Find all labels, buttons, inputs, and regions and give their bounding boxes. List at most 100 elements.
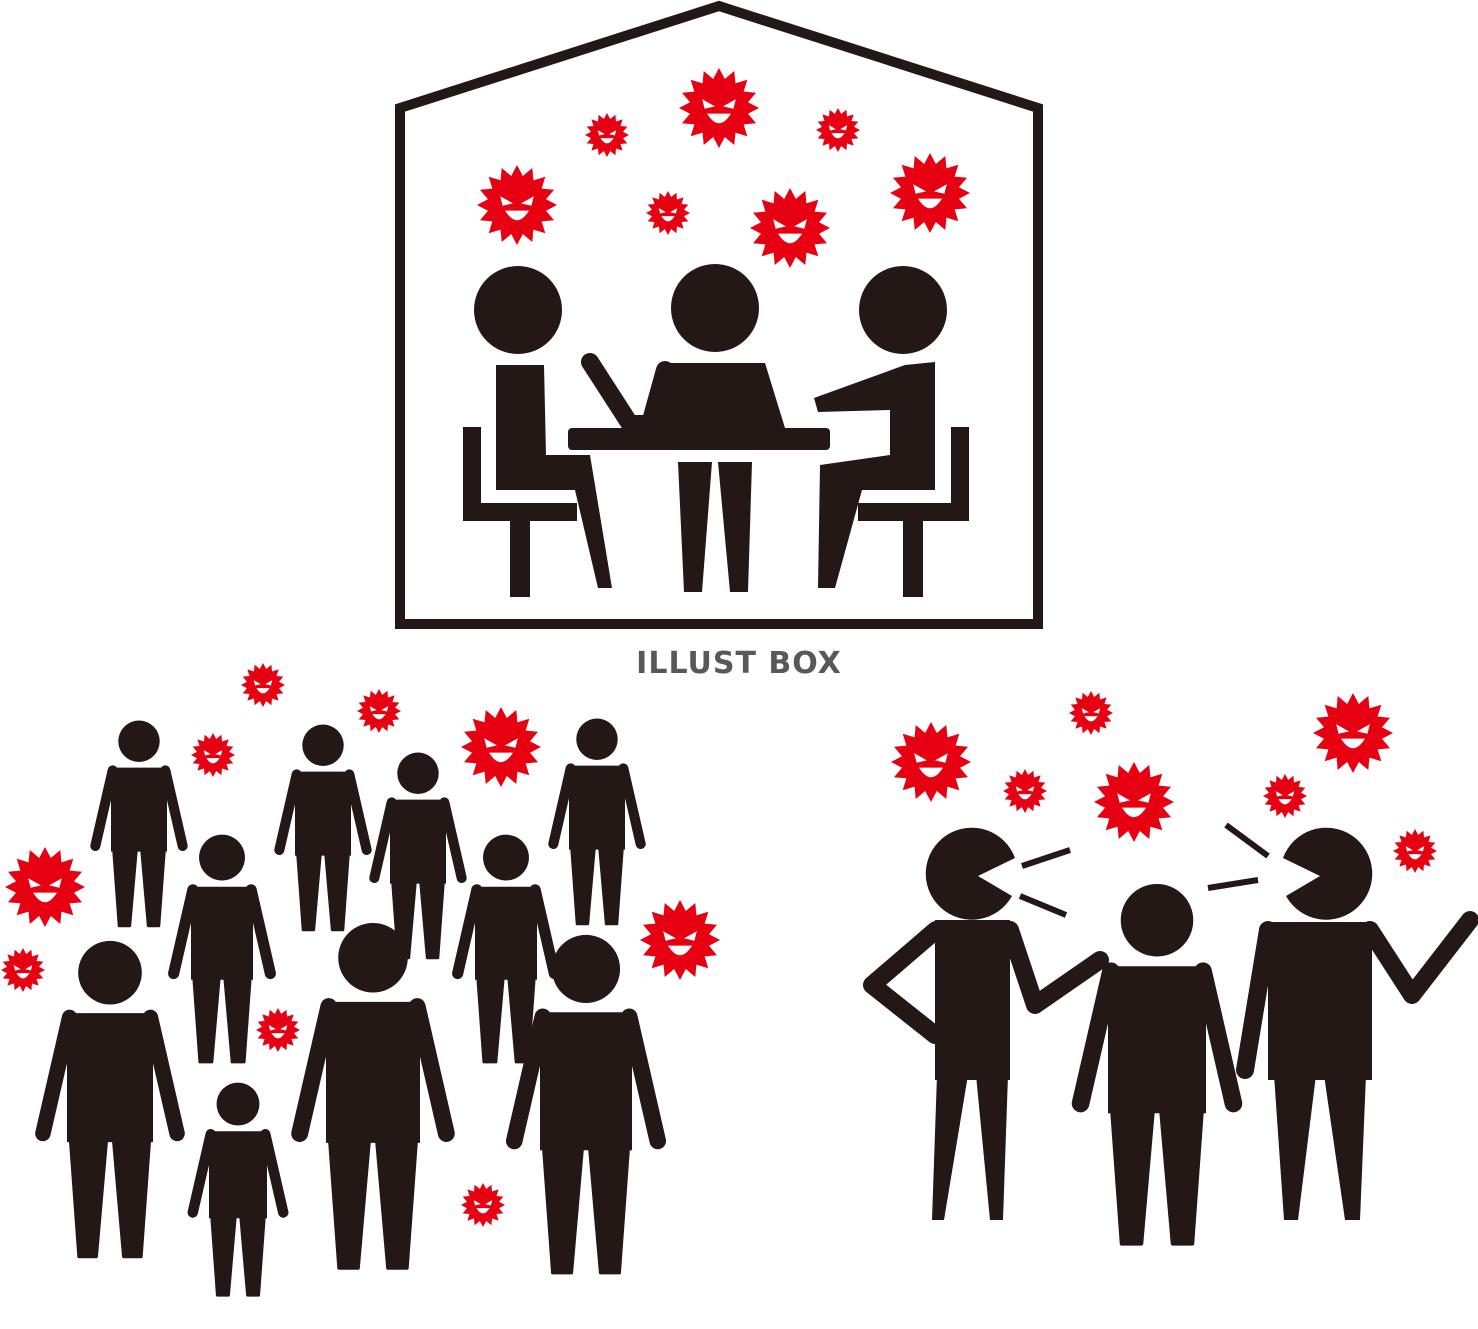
person-right-arm [529, 884, 560, 980]
person-left-arm [369, 797, 397, 884]
person-left-arm [35, 1009, 78, 1142]
virus-right-eye [684, 931, 697, 941]
person-head [576, 718, 618, 761]
virus-body [891, 722, 971, 802]
virus-right-eye [521, 196, 534, 206]
left-chair-back [463, 427, 481, 521]
left-person-head [474, 266, 562, 354]
virus-left-eye [914, 753, 927, 763]
virus-icon [1094, 762, 1174, 842]
virus-icon [256, 1008, 300, 1052]
person-left-arm [168, 884, 199, 980]
crowd-person [369, 752, 467, 960]
person-head [302, 724, 344, 767]
left-talker-torso [935, 920, 1010, 1080]
person-left-leg [570, 845, 596, 926]
person-left-arm [291, 998, 338, 1142]
virus-body [461, 1183, 505, 1227]
virus-right-eye [265, 680, 273, 686]
virus-left-eye [484, 738, 497, 748]
left-talker-head [925, 827, 1015, 920]
person-right-leg [374, 1136, 419, 1270]
person-right-arm [142, 1009, 185, 1142]
virus-right-eye [723, 99, 736, 109]
person-left-arm [548, 763, 576, 850]
center-person-torso [650, 363, 785, 428]
speech-line [1207, 877, 1259, 891]
person-left-leg [192, 975, 221, 1064]
virus-mouth [831, 133, 845, 139]
right-talker-right-leg [1324, 1075, 1366, 1220]
person-right-arm [1194, 962, 1243, 1113]
crowd-person [452, 834, 560, 1064]
virus-left-eye [663, 931, 676, 941]
left-talker-left-leg [932, 1075, 968, 1220]
virus-right-eye [1027, 786, 1035, 792]
person-left-arm [274, 769, 302, 856]
close-contact-scene [863, 822, 1478, 1246]
virus-mouth [919, 767, 943, 778]
person-left-arm [187, 1128, 216, 1218]
virus-icon [679, 68, 759, 148]
person-head [216, 1082, 260, 1126]
virus-mouth [271, 1033, 285, 1039]
virus-left-eye [1117, 793, 1130, 803]
crowd-person [168, 834, 276, 1064]
virus-body [357, 689, 401, 733]
person-head [397, 752, 439, 795]
person-right-leg [419, 879, 445, 960]
virus-right-eye [280, 1025, 288, 1031]
person-head [199, 834, 245, 881]
person-head [1120, 883, 1194, 957]
crowded-place-scene [35, 718, 667, 1297]
person-right-arm [245, 884, 276, 980]
right-person-head [859, 266, 947, 354]
virus-left-eye [1405, 846, 1413, 852]
virus-body [241, 663, 285, 707]
virus-body [816, 108, 860, 152]
virus-mouth [668, 945, 692, 956]
left-person-body [496, 365, 612, 588]
virus-icon [1003, 769, 1047, 813]
right-person-body [814, 362, 935, 588]
virus-right-eye [794, 219, 807, 229]
virus-body [1263, 774, 1307, 818]
person-left-leg [1109, 1106, 1156, 1246]
virus-icon [461, 1183, 505, 1227]
virus-icon [890, 153, 970, 233]
virus-icon [477, 165, 557, 245]
person-torso [67, 1013, 153, 1143]
right-talker-head [1283, 827, 1373, 920]
virus-body [477, 165, 557, 245]
virus-icon [1069, 691, 1113, 735]
right-chair-leg [903, 503, 923, 597]
person-left-leg [210, 1214, 237, 1297]
person-right-leg [1158, 1106, 1205, 1246]
virus-icon [585, 113, 629, 157]
virus-icon [5, 847, 85, 927]
person-torso [326, 1001, 420, 1143]
virus-icon [750, 188, 830, 268]
person-torso [569, 765, 625, 850]
right-talker-torso [1268, 922, 1372, 1080]
virus-icon [891, 722, 971, 802]
virus-icon [461, 707, 541, 787]
person-torso [191, 886, 253, 980]
left-chair-leg [510, 503, 530, 597]
virus-left-eye [28, 878, 41, 888]
virus-left-eye [828, 125, 836, 131]
virus-mouth [505, 210, 529, 221]
virus-right-eye [215, 750, 223, 756]
person-left-leg [296, 851, 322, 932]
virus-left-eye [1081, 708, 1089, 714]
virus-right-eye [505, 738, 518, 748]
right-talker-raised-arm [1361, 911, 1478, 1004]
virus-body [1003, 769, 1047, 813]
virus-right-eye [1287, 791, 1295, 797]
virus-icon [816, 108, 860, 152]
virus-mouth [1341, 738, 1365, 749]
virus-left-eye [203, 750, 211, 756]
speech-line [1018, 893, 1068, 918]
person-right-arm [620, 1008, 667, 1150]
middle-listener [1071, 883, 1243, 1246]
